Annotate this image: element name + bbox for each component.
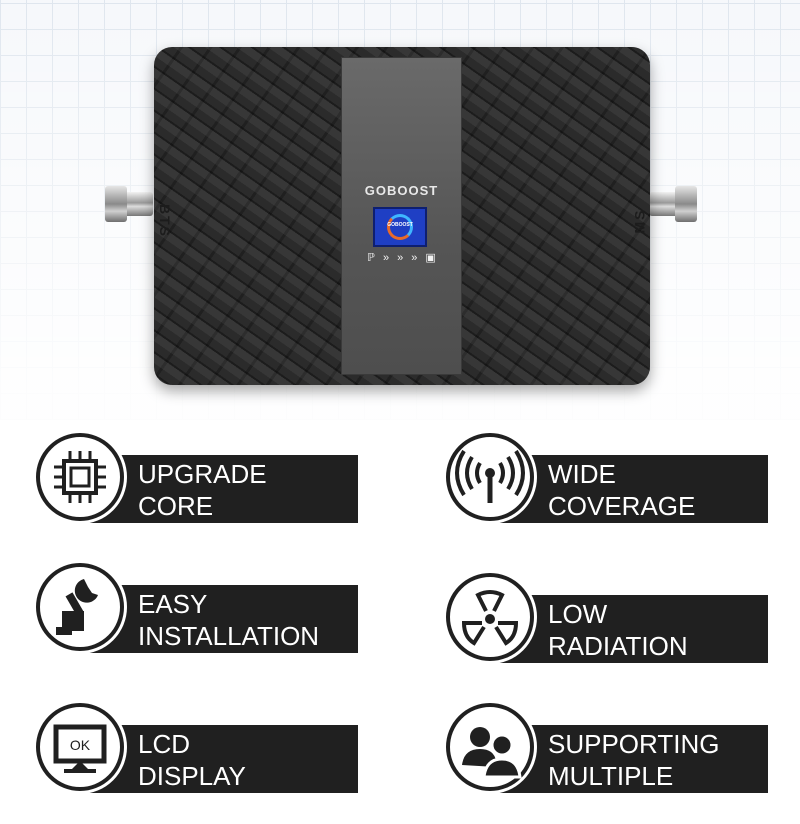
front-panel: GOBOOST GOBOOST ℙ»»»▣ <box>341 57 462 375</box>
phone-icon: ▣ <box>425 252 436 264</box>
signal-booster-device: BTS MS GOBOOST GOBOOST ℙ»»»▣ <box>154 47 650 385</box>
ok-text: OK <box>70 737 91 753</box>
brand-logo: GOBOOST <box>364 183 439 198</box>
lcd-brand: GOBOOST <box>387 222 413 228</box>
lcd-screen: GOBOOST <box>373 207 427 247</box>
product-hero: BTS MS GOBOOST GOBOOST ℙ»»»▣ <box>0 0 800 420</box>
bts-connector <box>105 186 153 222</box>
port-label-ms: MS <box>631 208 648 234</box>
monitor-ok-icon: OK <box>36 703 124 791</box>
users-icon <box>446 703 534 791</box>
radiation-icon <box>446 573 534 661</box>
tower-icon: ℙ <box>367 252 375 264</box>
ms-connector <box>649 186 697 222</box>
port-label-bts: BTS <box>157 204 173 238</box>
chip-icon <box>36 433 124 521</box>
led-indicators: ℙ»»»▣ <box>367 252 436 264</box>
wrench-hand-icon <box>36 563 124 651</box>
lcd-ring-icon <box>387 214 413 240</box>
antenna-icon <box>446 433 534 521</box>
